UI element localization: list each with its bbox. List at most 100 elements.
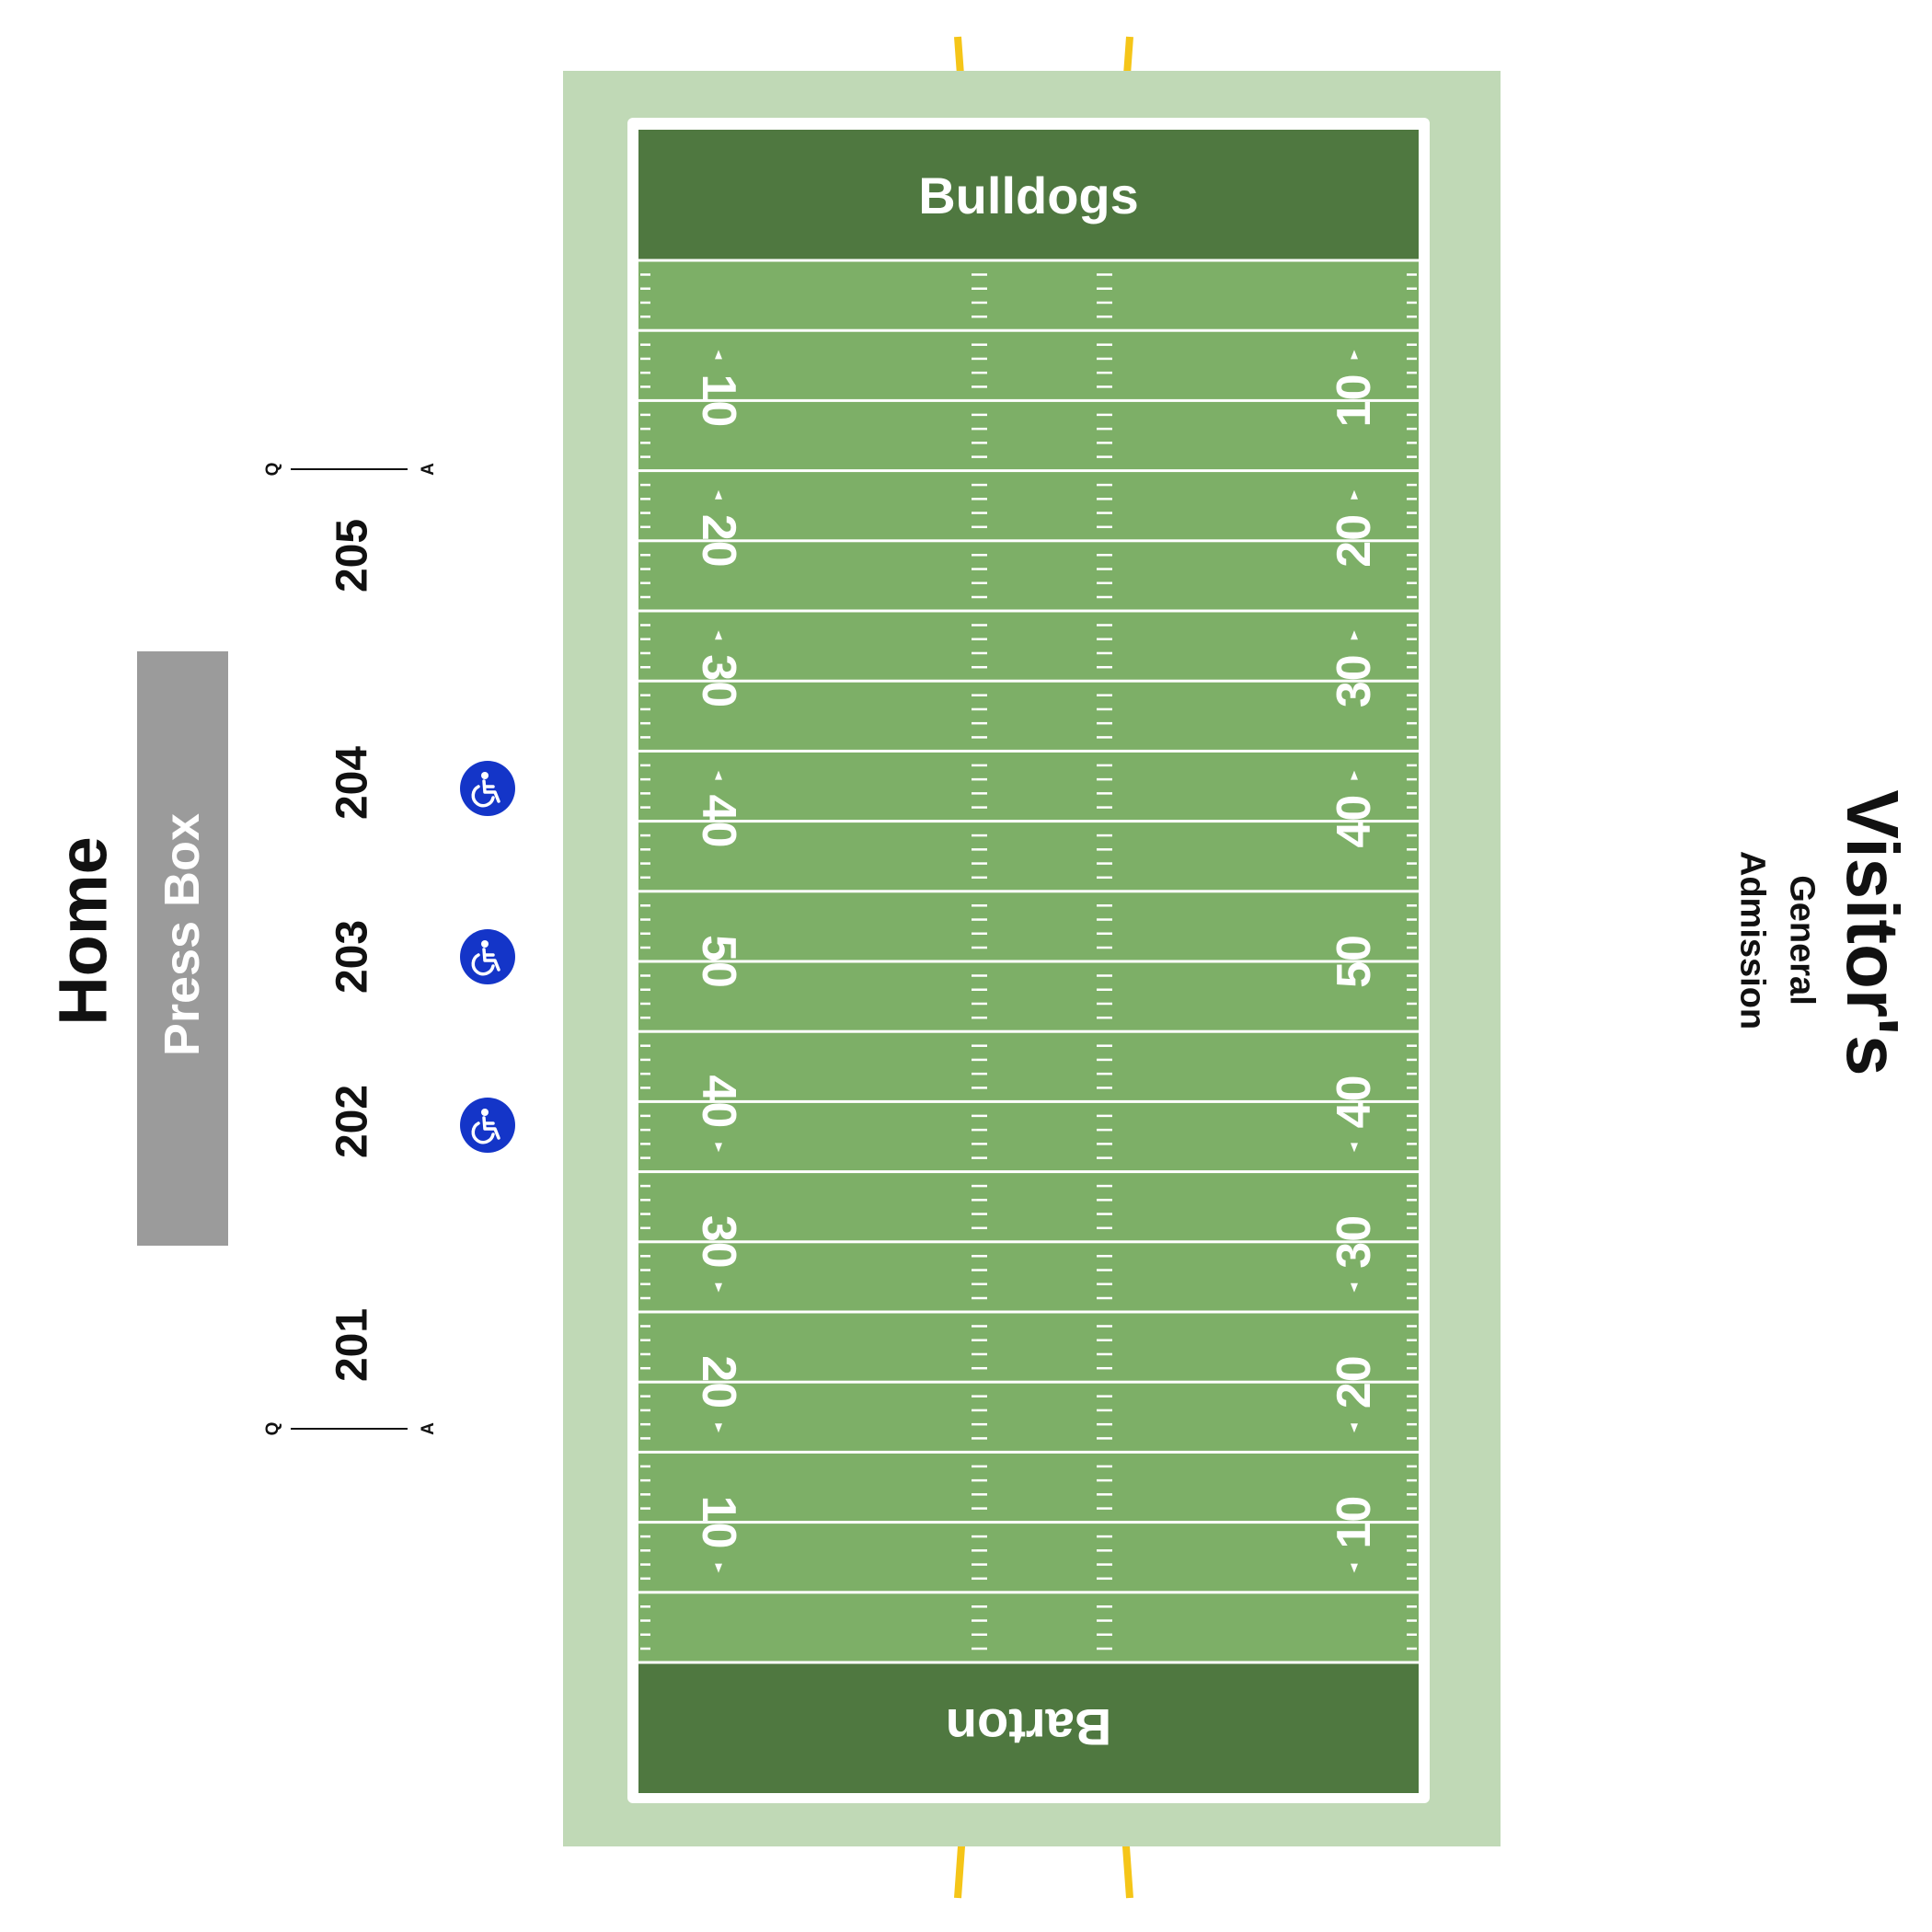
inbound-hash bbox=[1097, 1605, 1112, 1608]
sideline-hash bbox=[1407, 1255, 1417, 1258]
yard-number: 10 bbox=[1328, 374, 1381, 427]
sideline-hash bbox=[640, 1366, 650, 1370]
inbound-hash bbox=[972, 315, 987, 318]
sideline-hash bbox=[640, 371, 650, 374]
sideline-hash bbox=[640, 273, 650, 276]
inbound-hash bbox=[972, 1072, 987, 1075]
inbound-hash bbox=[1097, 1577, 1112, 1581]
inbound-hash bbox=[1097, 1087, 1112, 1089]
sideline-hash bbox=[640, 455, 650, 458]
sideline-hash bbox=[1407, 581, 1417, 585]
wheelchair-icon[interactable] bbox=[460, 929, 515, 984]
sideline-hash bbox=[1407, 1422, 1417, 1426]
wheelchair-icon[interactable] bbox=[460, 761, 515, 816]
inbound-hash bbox=[972, 287, 987, 290]
section-202[interactable]: 202 bbox=[328, 1084, 377, 1159]
inbound-hash bbox=[1097, 862, 1112, 865]
inbound-hash bbox=[1097, 1226, 1112, 1230]
sideline-hash bbox=[1407, 1605, 1417, 1608]
section-205[interactable]: 205 bbox=[328, 518, 377, 593]
inbound-hash bbox=[972, 1016, 987, 1019]
sideline-hash bbox=[640, 413, 650, 417]
sideline-hash bbox=[1407, 1437, 1417, 1440]
inbound-hash bbox=[972, 357, 987, 361]
inbound-hash bbox=[1097, 483, 1112, 487]
visitor-stand-label[interactable]: Visitor's bbox=[1832, 789, 1914, 1076]
sideline-hash bbox=[1407, 932, 1417, 936]
inbound-hash bbox=[972, 624, 987, 627]
sideline-hash bbox=[1407, 1269, 1417, 1271]
inbound-hash bbox=[972, 1647, 987, 1650]
sideline-hash bbox=[640, 904, 650, 907]
sideline-hash bbox=[640, 764, 650, 767]
inbound-hash bbox=[1097, 1465, 1112, 1468]
sideline-hash bbox=[640, 862, 650, 865]
inbound-hash bbox=[1097, 413, 1112, 417]
direction-arrow bbox=[1351, 1563, 1358, 1573]
direction-arrow bbox=[715, 1423, 722, 1433]
sideline-hash bbox=[1407, 1282, 1417, 1286]
inbound-hash bbox=[1097, 273, 1112, 276]
sideline-hash bbox=[640, 1058, 650, 1062]
yard-line bbox=[638, 328, 1419, 332]
row-range-divider bbox=[291, 468, 408, 470]
yard-number: 40 bbox=[1328, 795, 1381, 848]
sideline-hash bbox=[640, 315, 650, 318]
sideline-hash bbox=[640, 483, 650, 487]
press-box[interactable] bbox=[137, 651, 228, 1246]
inbound-hash bbox=[1097, 1409, 1112, 1412]
sideline-hash bbox=[1407, 1465, 1417, 1468]
sideline-hash bbox=[1407, 1128, 1417, 1132]
sideline-hash bbox=[1407, 1507, 1417, 1510]
sideline-hash bbox=[1407, 1002, 1417, 1006]
sideline-hash bbox=[640, 792, 650, 795]
sideline-hash bbox=[1407, 1535, 1417, 1538]
yard-line bbox=[638, 1521, 1419, 1524]
section-203[interactable]: 203 bbox=[328, 919, 377, 995]
inbound-hash bbox=[1097, 1478, 1112, 1482]
sideline-hash bbox=[640, 638, 650, 640]
inbound-hash bbox=[1097, 1114, 1112, 1118]
inbound-hash bbox=[1097, 1535, 1112, 1538]
inbound-hash bbox=[1097, 707, 1112, 711]
sideline-hash bbox=[640, 1213, 650, 1215]
sideline-hash bbox=[1407, 834, 1417, 837]
inbound-hash bbox=[972, 862, 987, 865]
sideline-hash bbox=[1407, 806, 1417, 809]
sideline-hash bbox=[1407, 498, 1417, 500]
inbound-hash bbox=[1097, 1255, 1112, 1258]
sideline-hash bbox=[640, 525, 650, 529]
sideline-hash bbox=[640, 1044, 650, 1047]
inbound-hash bbox=[972, 834, 987, 837]
inbound-hash bbox=[972, 1535, 987, 1538]
inbound-hash bbox=[972, 1563, 987, 1566]
sideline-hash bbox=[640, 694, 650, 696]
sideline-hash bbox=[1407, 1366, 1417, 1370]
direction-arrow bbox=[715, 1563, 722, 1573]
yard-line bbox=[638, 398, 1419, 402]
sideline-hash bbox=[640, 357, 650, 361]
inbound-hash bbox=[972, 736, 987, 739]
inbound-hash bbox=[972, 498, 987, 500]
endzone-north-turf bbox=[638, 130, 1419, 260]
sideline-hash bbox=[1407, 315, 1417, 318]
inbound-hash bbox=[972, 483, 987, 487]
inbound-hash bbox=[972, 512, 987, 514]
inbound-hash bbox=[1097, 1325, 1112, 1328]
inbound-hash bbox=[972, 343, 987, 346]
section-201[interactable]: 201 bbox=[328, 1307, 377, 1383]
sideline-hash bbox=[1407, 1114, 1417, 1118]
direction-arrow bbox=[1351, 1282, 1358, 1293]
wheelchair-icon[interactable] bbox=[460, 1098, 515, 1153]
sideline-hash bbox=[1407, 525, 1417, 529]
inbound-hash bbox=[1097, 385, 1112, 388]
sideline-hash bbox=[640, 1422, 650, 1426]
yard-number: 20 bbox=[692, 514, 745, 568]
yard-number: 20 bbox=[1328, 514, 1381, 568]
direction-arrow bbox=[1351, 350, 1358, 360]
section-204[interactable]: 204 bbox=[328, 745, 377, 821]
sideline-hash bbox=[1407, 1226, 1417, 1230]
sideline-hash bbox=[640, 974, 650, 977]
sideline-hash bbox=[640, 1114, 650, 1118]
